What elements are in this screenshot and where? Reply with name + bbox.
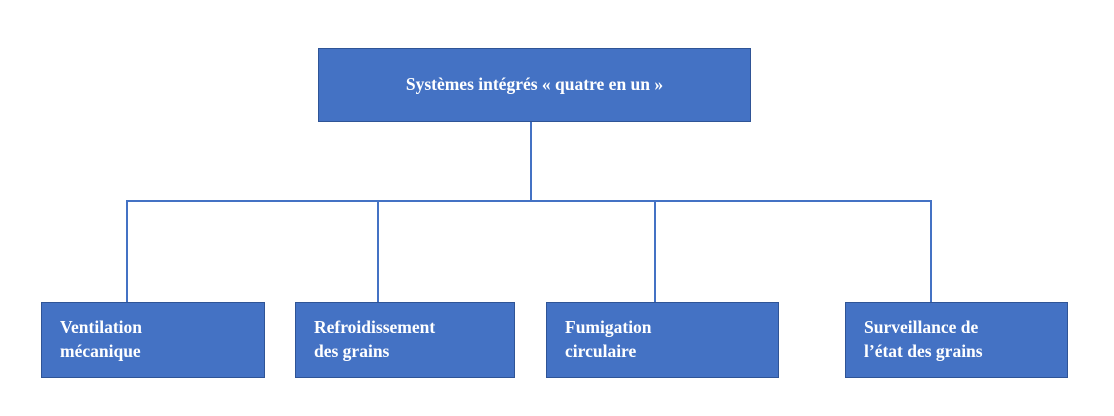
node-child-surveillance-etat-des-grains: Surveillance de l’état des grains	[845, 302, 1068, 378]
node-child-4-label: Surveillance de l’état des grains	[864, 317, 983, 361]
connector-root-stem	[530, 122, 532, 201]
node-child-refroidissement-des-grains: Refroidissement des grains	[295, 302, 515, 378]
node-root: Systèmes intégrés « quatre en un »	[318, 48, 751, 122]
node-child-fumigation-circulaire: Fumigation circulaire	[546, 302, 779, 378]
node-child-3-label: Fumigation circulaire	[565, 317, 652, 361]
connector-drop-child-4	[930, 200, 932, 302]
node-child-1-label: Ventilation mécanique	[60, 317, 143, 361]
node-child-2-label: Refroidissement des grains	[314, 317, 436, 361]
connector-drop-child-1	[126, 200, 128, 302]
node-child-ventilation-mecanique: Ventilation mécanique	[41, 302, 265, 378]
connector-horizontal-bus	[126, 200, 932, 202]
connector-drop-child-2	[377, 200, 379, 302]
connector-drop-child-3	[654, 200, 656, 302]
node-root-label: Systèmes intégrés « quatre en un »	[405, 74, 664, 95]
